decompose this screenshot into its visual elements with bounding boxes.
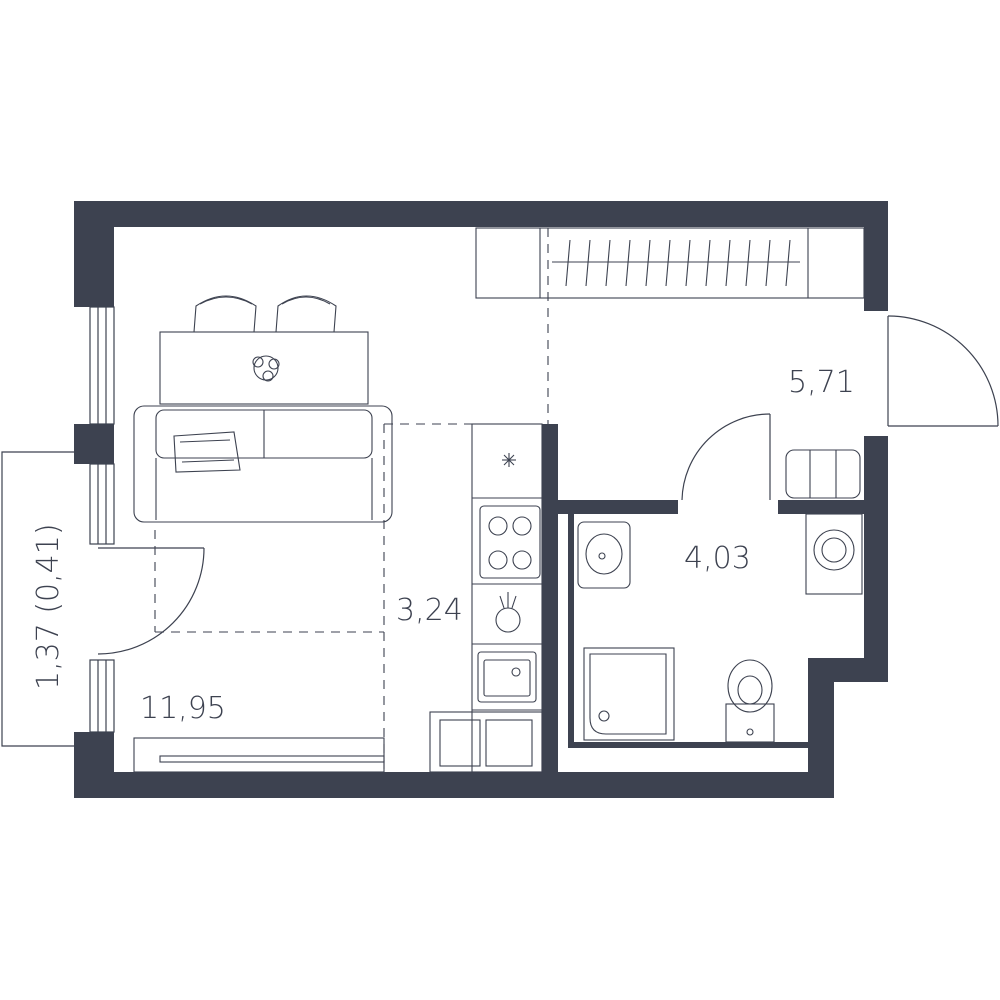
shower-tray-icon	[583, 647, 675, 741]
area-kitchen: 3,24	[396, 593, 463, 628]
hangers	[565, 239, 791, 287]
hallway-bench	[785, 449, 861, 499]
stove-icon	[479, 505, 541, 579]
entrance-door	[887, 315, 999, 427]
balcony-door-swing	[97, 547, 205, 655]
chair-left	[193, 295, 257, 333]
star-icon	[502, 453, 516, 467]
sofa	[133, 405, 393, 523]
window-left-upper	[89, 306, 115, 425]
wardrobe	[475, 227, 865, 299]
area-hallway: 5,71	[788, 365, 855, 400]
oven-icon	[477, 651, 537, 703]
plant-icon	[252, 355, 280, 382]
dining-table	[159, 331, 369, 405]
chair-right	[275, 295, 337, 333]
exterior-walls	[74, 201, 888, 798]
area-living: 11,95	[140, 691, 226, 726]
area-bathroom: 4,03	[684, 541, 751, 576]
toilet-icon	[725, 659, 775, 743]
interior-walls	[542, 424, 888, 774]
window-left-lower	[89, 463, 115, 545]
area-balcony: 1,37 (0,41)	[31, 523, 66, 690]
bathroom-door	[681, 413, 771, 501]
washbasin-icon	[577, 521, 631, 589]
sink-icon	[495, 592, 521, 633]
washing-machine-icon	[805, 513, 863, 595]
balcony	[1, 451, 74, 747]
balcony-door-window	[89, 659, 115, 733]
tv-unit	[133, 737, 385, 773]
fridge-icon	[429, 711, 543, 773]
